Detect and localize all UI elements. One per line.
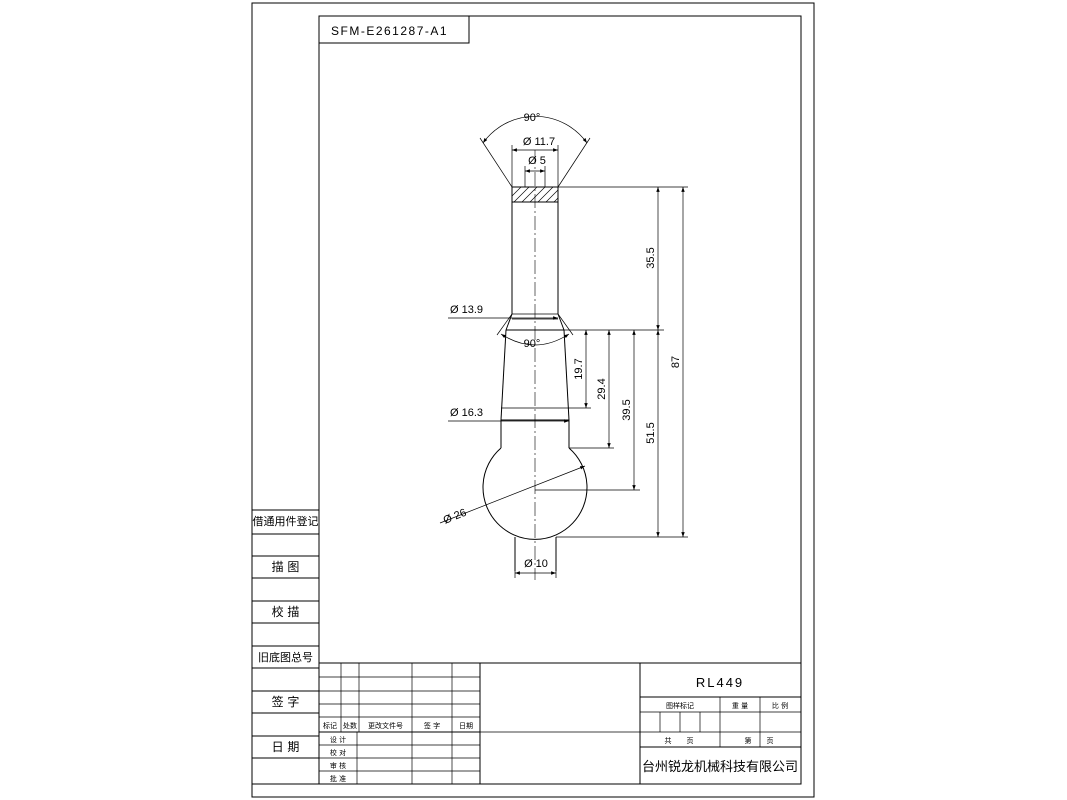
dia-26-line <box>439 465 586 524</box>
mid-angle-label: 90° <box>524 338 541 350</box>
dia-13-9-label: Ø 13.9 <box>450 304 483 316</box>
weight-label: 重 量 <box>732 702 748 710</box>
outer-border <box>251 2 815 798</box>
borrow-register-label: 借通用件登记 <box>253 514 319 528</box>
scale-label: 比 例 <box>772 701 788 710</box>
pages-label: 页 <box>687 737 694 745</box>
part-code: RL449 <box>696 675 744 690</box>
top-face-hatch <box>511 186 559 203</box>
rev-header-date: 日期 <box>459 722 473 730</box>
drawing-number-box: SFM-E261287-A1 <box>318 15 470 44</box>
role-proofread: 校 对 <box>330 748 346 757</box>
ball-sphere <box>482 447 588 540</box>
rev-header-change-doc: 更改文件号 <box>368 721 403 730</box>
title-block: RL449 图样标记 重 量 比 例 共 页 第 页 台州锐龙机械科技有限公司 <box>639 663 801 784</box>
inner-frame <box>318 15 802 785</box>
checking-trace-label: 校 描 <box>272 604 300 619</box>
revision-table: 标记 处数 更改文件号 签 字 日期 设 计 校 对 审 核 批 准 <box>319 662 801 784</box>
rev-header-mark: 标记 <box>323 721 337 730</box>
drawing-number: SFM-E261287-A1 <box>331 24 448 38</box>
len-39-5-label: 39.5 <box>621 399 633 420</box>
old-drawing-number-label: 旧底图总号 <box>258 650 313 664</box>
sheet-label: 第 <box>745 736 752 745</box>
dia-16-3-label: Ø 16.3 <box>450 407 483 419</box>
rev-header-count: 处数 <box>343 721 357 730</box>
mid-angle-arc <box>500 333 570 346</box>
len-19-7-label: 19.7 <box>573 358 585 379</box>
role-design: 设 计 <box>330 735 346 744</box>
total-label: 共 <box>665 736 672 745</box>
top-angle-arc <box>482 116 588 144</box>
neck-left-edge <box>500 329 507 421</box>
role-review: 审 核 <box>330 761 346 770</box>
chamfer-right <box>557 313 565 331</box>
left-register-panel: 借通用件登记 描 图 校 描 旧底图总号 签 字 日 期 <box>252 509 319 785</box>
len-51-5-label: 51.5 <box>645 422 657 443</box>
dia-5-label: Ø 5 <box>528 155 546 167</box>
neck-right-edge <box>563 329 570 421</box>
dia-11-7-label: Ø 11.7 <box>523 136 555 148</box>
chamfer-left <box>505 313 513 331</box>
dia-26-label: Ø 26 <box>442 507 469 527</box>
rev-header-signature: 签 字 <box>424 721 440 730</box>
top-face <box>511 186 559 203</box>
tracing-label: 描 图 <box>272 560 300 574</box>
dimensions: 90° Ø 11.7 Ø 5 35.5 87 Ø 13.9 90° 19.7 <box>439 112 688 578</box>
signature-label: 签 字 <box>272 694 300 709</box>
dia-10-label: Ø 10 <box>524 558 548 570</box>
len-35-5-label: 35.5 <box>645 247 657 268</box>
drawing-mark-label: 图样标记 <box>666 701 694 710</box>
company-name: 台州锐龙机械科技有限公司 <box>642 760 798 775</box>
sheet-pages-label: 页 <box>767 737 774 745</box>
date-label: 日 期 <box>272 740 300 754</box>
role-approve: 批 准 <box>330 774 346 783</box>
top-angle-label: 90° <box>524 112 541 124</box>
len-87-label: 87 <box>670 356 682 368</box>
ball-stud-part <box>482 150 588 580</box>
len-29-4-label: 29.4 <box>596 378 608 399</box>
